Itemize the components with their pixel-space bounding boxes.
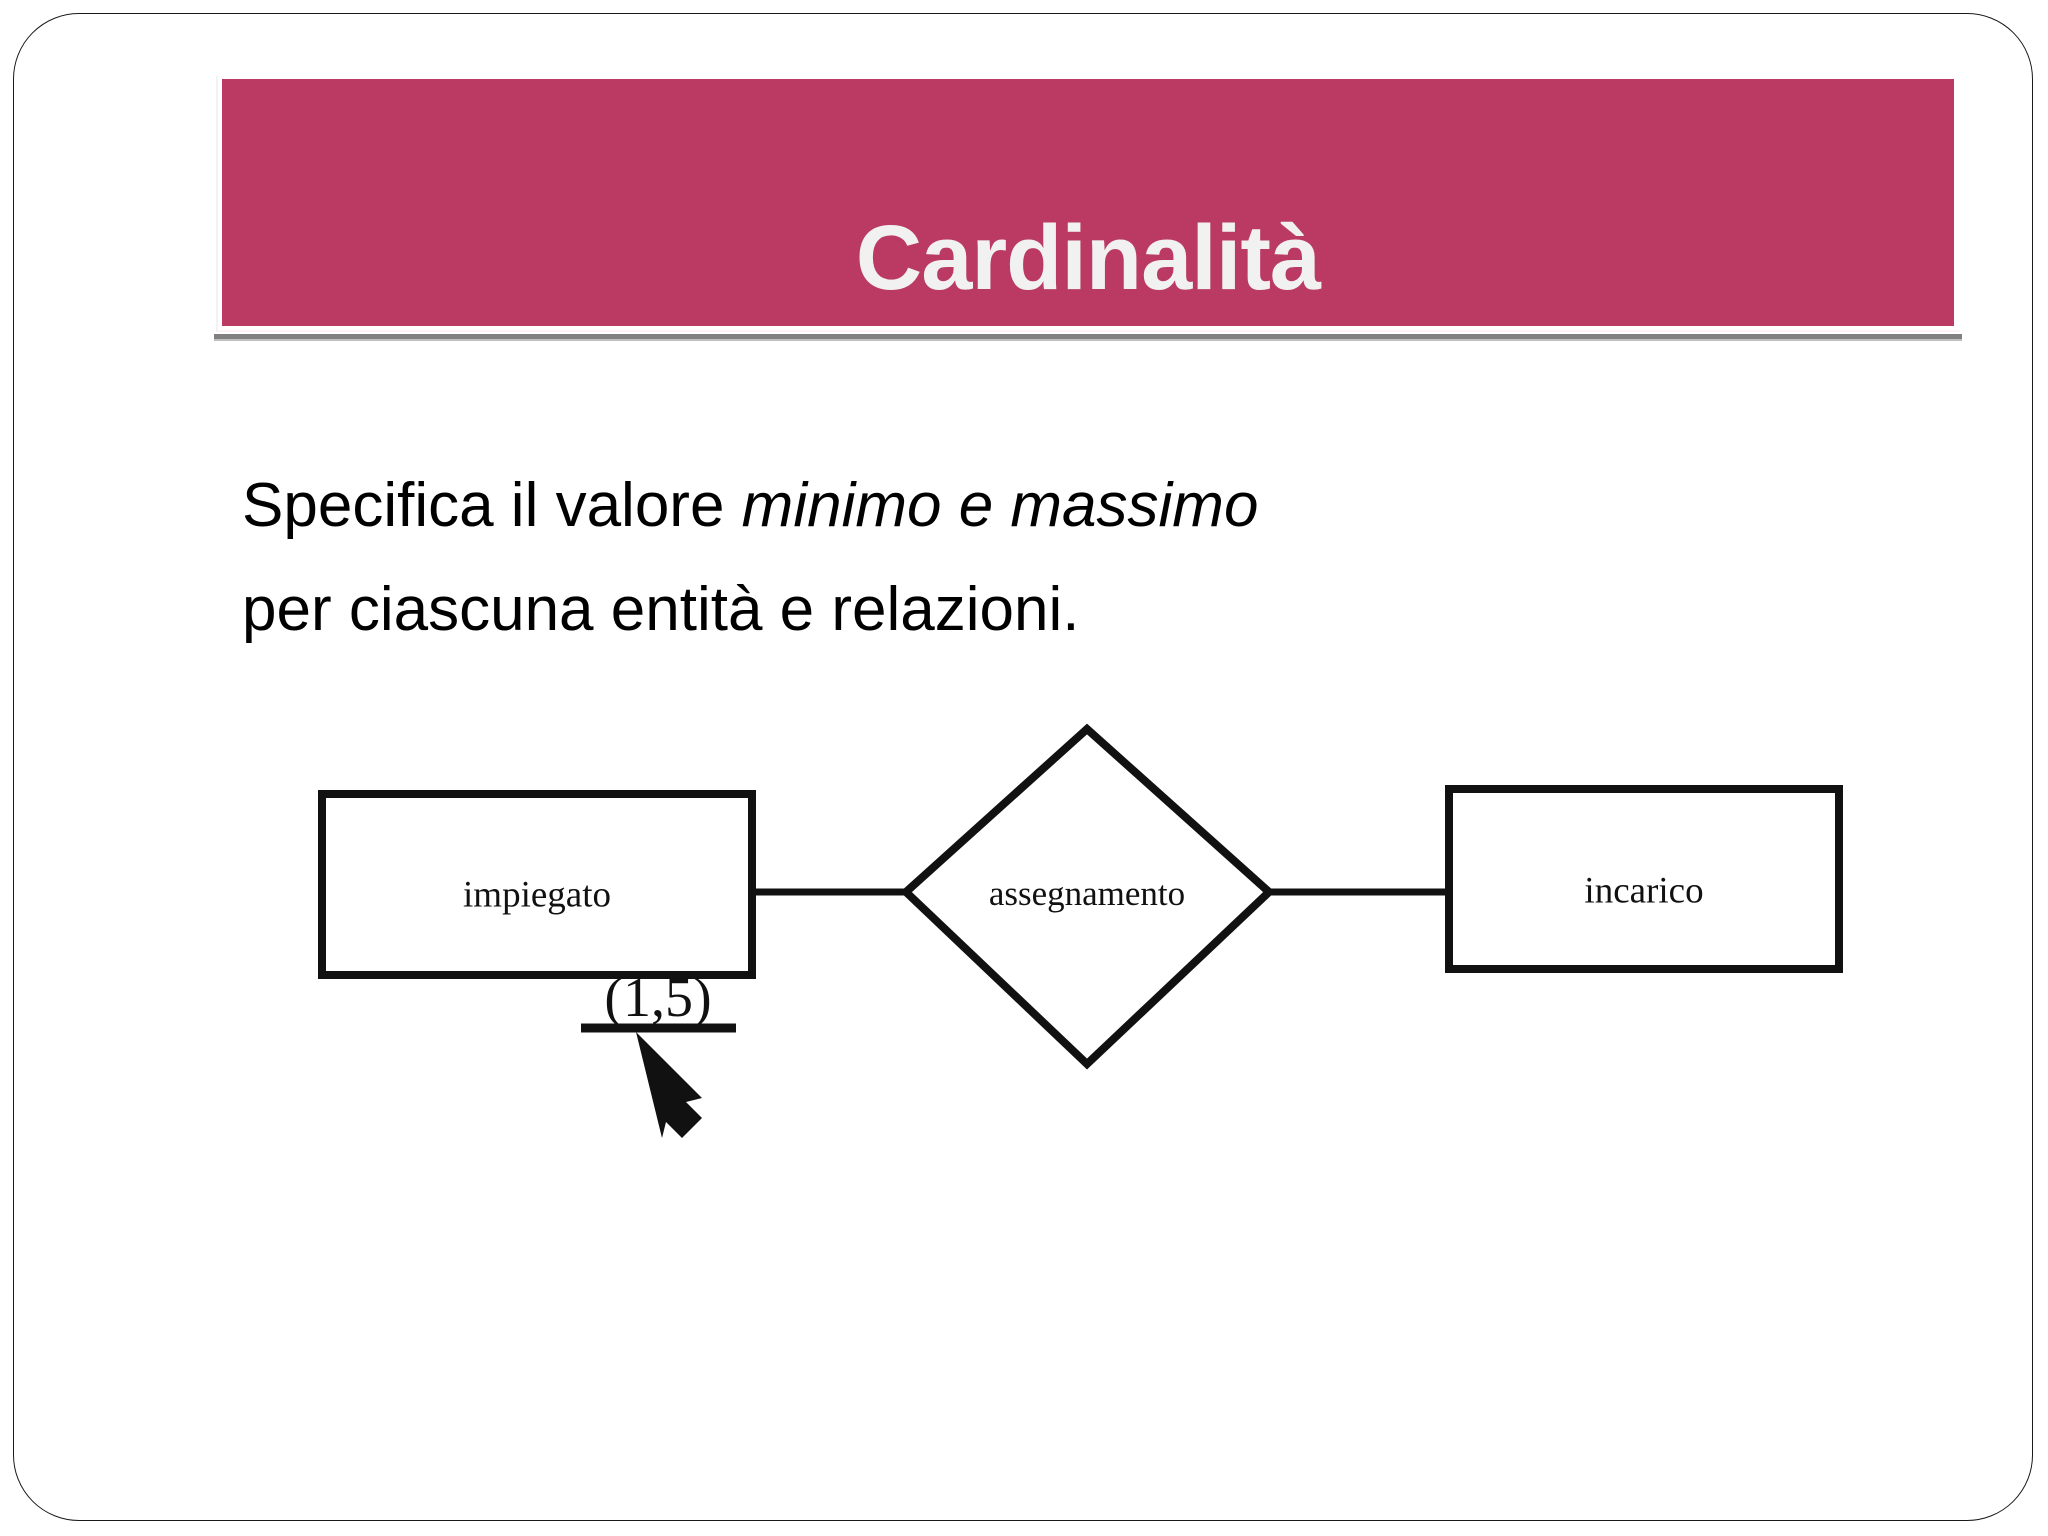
slide-canvas: Cardinalità Specifica il valore minimo e… — [13, 13, 2033, 1521]
entity-label-impiegato: impiegato — [463, 874, 611, 915]
body-line-1: Specifica il valore minimo e massimo — [242, 454, 1742, 558]
title-divider-rule — [214, 334, 1962, 341]
entity-box-incarico — [1445, 785, 1843, 973]
body-line-1-emphasis: minimo e massimo — [741, 471, 1259, 540]
er-diagram: impiegato assegnamento incarico (1,5) — [294, 704, 1894, 1154]
relationship-diamond-assegnamento — [900, 723, 1275, 1070]
title-banner — [222, 79, 1954, 326]
page-title: Cardinalità — [855, 207, 1321, 309]
body-text-block: Specifica il valore minimo e massimo per… — [242, 454, 1742, 662]
arrow-up-left-pointer-icon — [636, 1032, 702, 1138]
cardinality-label: (1,5) — [604, 967, 711, 1029]
entity-box-impiegato — [318, 790, 756, 979]
relationship-label-assegnamento: assegnamento — [989, 874, 1185, 913]
body-line-1-prefix: Specifica il valore — [242, 471, 742, 540]
entity-label-incarico: incarico — [1584, 870, 1703, 911]
body-line-2: per ciascuna entità e relazioni. — [242, 575, 1080, 644]
